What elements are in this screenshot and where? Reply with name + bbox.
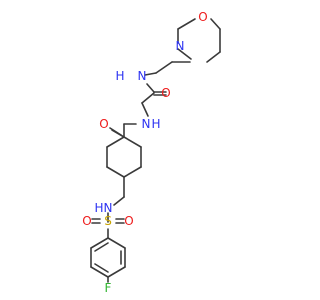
bond bbox=[141, 102, 149, 117]
atom-label-sulfonamide-nitrogen: N bbox=[104, 201, 113, 215]
bond bbox=[106, 136, 125, 148]
bond bbox=[177, 48, 192, 60]
atom-label-amide2-hydrogen: H bbox=[151, 117, 160, 131]
molecule-structure: O N H N O N H O H N S O O F bbox=[82, 10, 221, 295]
bond bbox=[123, 136, 142, 148]
bond bbox=[155, 61, 173, 74]
bond bbox=[106, 166, 125, 178]
atom-label-sulfonyl-oxygen-right: O bbox=[124, 214, 133, 228]
bond bbox=[210, 18, 221, 30]
bond bbox=[109, 127, 122, 136]
bond bbox=[123, 166, 142, 178]
bond bbox=[94, 263, 109, 273]
bond bbox=[94, 242, 109, 252]
atom-label-sulfonyl-oxygen-left: O bbox=[82, 214, 91, 228]
atom-label-morpholine-oxygen: O bbox=[198, 10, 207, 24]
atom-label-amide1-hydrogen: H bbox=[115, 69, 124, 83]
bond bbox=[141, 92, 155, 104]
bond bbox=[107, 266, 126, 278]
atom-label-fluorine: F bbox=[105, 281, 112, 295]
bond-layer bbox=[90, 18, 221, 283]
atom-label-sulfur: S bbox=[104, 214, 112, 228]
bond bbox=[177, 18, 196, 30]
bond bbox=[90, 237, 109, 249]
bond bbox=[146, 83, 155, 93]
atom-label-layer: O N H N O N H O H N S O O F bbox=[82, 10, 207, 295]
atom-label-amide2-nitrogen: N bbox=[142, 117, 151, 131]
atom-label-amide1-oxygen: O bbox=[161, 86, 170, 100]
bond bbox=[90, 266, 109, 278]
atom-label-amide2-oxygen: O bbox=[99, 117, 108, 131]
bond bbox=[144, 72, 157, 76]
bond bbox=[206, 51, 221, 63]
bond bbox=[113, 196, 125, 206]
atom-label-amide1-nitrogen: N bbox=[138, 69, 147, 83]
atom-label-sulfonamide-hydrogen: H bbox=[94, 201, 103, 215]
bond bbox=[107, 237, 126, 249]
atom-label-morpholine-nitrogen: N bbox=[176, 39, 185, 53]
